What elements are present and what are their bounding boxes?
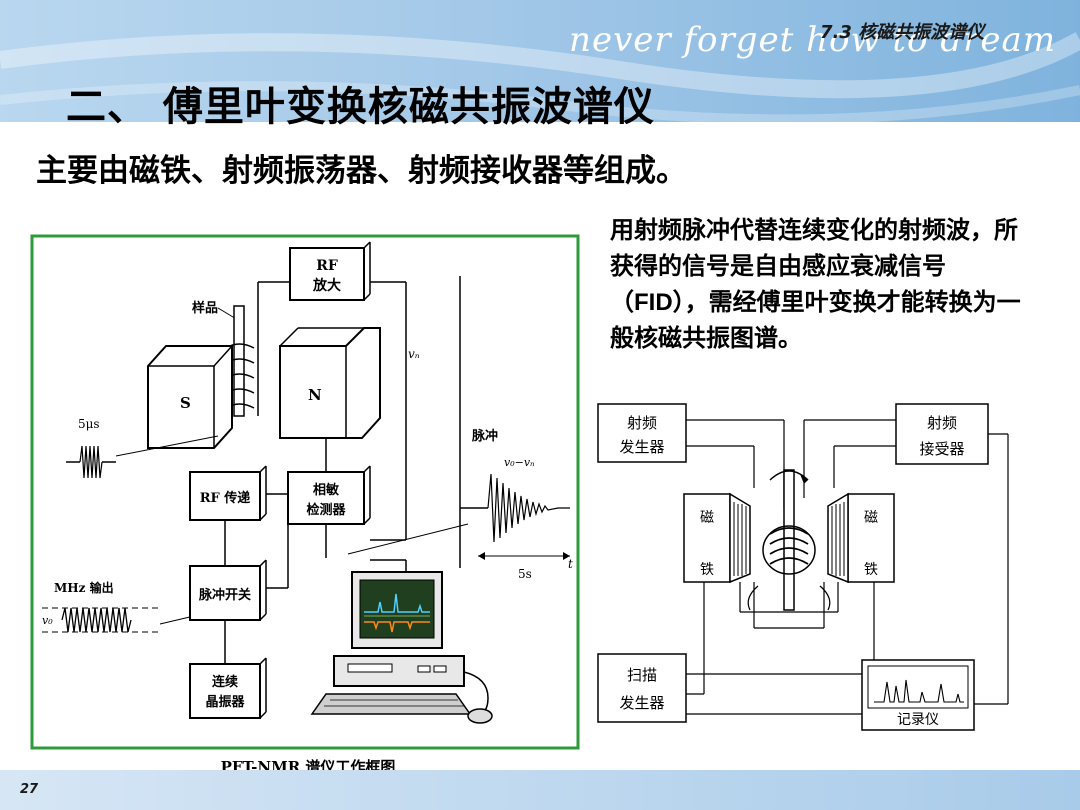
scan-generator-block: 扫描 发生器 [597,653,687,723]
pulse-label: 脉冲 [471,428,498,444]
phase-detector-line2: 检测器 [306,502,346,518]
rf-amp-line2: 放大 [312,277,341,294]
pulse-switch-label: 脉冲开关 [198,587,251,603]
header-motto: never forget how to dream [569,20,1056,60]
magnet-left: 磁 铁 [683,492,751,584]
banner-decoration [0,32,1080,122]
t-axis-label: t [568,557,573,571]
computer-icon [310,571,493,724]
magnet-n: N [279,327,381,439]
scan-generator-line2: 发生器 [619,694,664,712]
footer-strip [0,770,1080,810]
magnet-s-label: S [180,394,191,412]
subtitle: 主要由磁铁、射频振荡器、射频接收器等组成。 [36,153,687,189]
rf-generator-block: 射频 发生器 [597,403,687,463]
rf-generator-line1: 射频 [627,414,657,432]
section-label: 7.3 核磁共振波谱仪 [820,22,985,43]
magnet-left-line1: 磁 [700,510,714,526]
crystal-oscillator-block: 连续 晶振器 [189,657,267,719]
rf-transfer-block: RF 传递 [189,465,267,521]
sample-coil [747,469,831,611]
rf-receiver-line2: 接受器 [919,440,964,458]
v0-vn-label: v₀−vₙ [504,456,535,469]
magnet-right-line1: 磁 [864,510,878,526]
sample-tube [225,281,290,417]
page-title: 二、 傅里叶变换核磁共振波谱仪 [66,84,655,130]
pulse-switch-block: 脉冲开关 [189,559,267,621]
v0-label: v₀ [42,614,53,627]
short-pulse-waveform [66,435,219,479]
time-label: 5s [518,567,532,581]
page-number: 27 [20,782,39,797]
rf-amp-line1: RF [316,258,338,274]
pulse-width-label: 5μs [78,417,100,431]
recorder-block: 记录仪 [861,659,975,731]
crystal-line1: 连续 [212,674,238,690]
magnet-left-line2: 铁 [700,562,714,578]
rf-receiver-line1: 射频 [927,414,957,432]
recorder-label: 记录仪 [897,712,939,728]
vn-label: vₙ [408,347,420,361]
scan-generator-line1: 扫描 [627,666,657,684]
description-text: 用射频脉冲代替连续变化的射频波，所获得的信号是自由感应衰减信号（FID），需经傅… [610,217,1021,352]
rf-amplifier-block: RF 放大 [289,241,371,301]
cw-nmr-diagram: 射频 发生器 射频 接受器 磁 铁 [594,398,1030,744]
phase-detector-line1: 相敏 [313,482,340,498]
phase-detector-block: 相敏 检测器 [287,465,371,525]
mhz-waveform [42,607,195,633]
magnet-s: S [147,345,233,449]
magnet-right-line2: 铁 [864,562,878,578]
rf-receiver-block: 射频 接受器 [895,403,989,465]
mhz-output-label: MHz 输出 [54,580,114,595]
header-banner [0,0,1080,122]
rf-generator-line2: 发生器 [619,438,664,456]
sample-label: 样品 [192,300,218,316]
magnet-right: 磁 铁 [827,492,895,584]
fid-waveform [460,473,570,560]
magnet-n-label: N [308,386,322,404]
crystal-line2: 晶振器 [205,694,245,710]
pft-nmr-diagram: RF 放大 样品 S N vₙ [18,228,590,788]
rf-transfer-label: RF 传递 [200,490,251,506]
